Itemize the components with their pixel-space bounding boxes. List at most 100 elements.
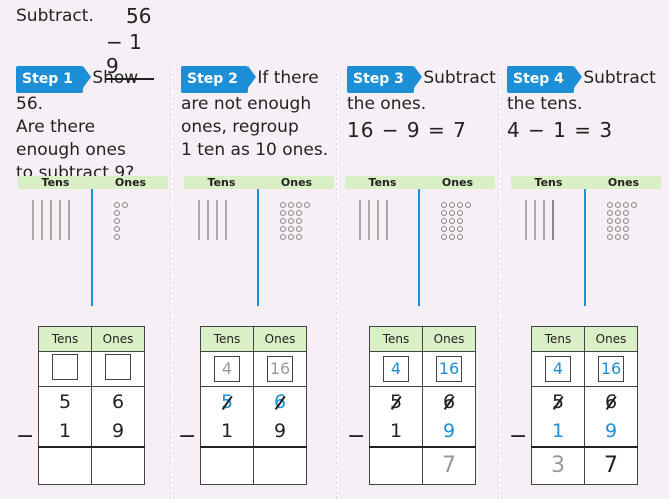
ones-unit: [615, 202, 621, 208]
ones-unit: [465, 202, 471, 208]
step-2-line-3: ones, regroup: [181, 117, 299, 137]
ones-unit: [449, 226, 455, 232]
step-1-line-2: Are there: [16, 117, 96, 137]
step-2-line-4: 1 ten as 10 ones.: [181, 140, 329, 160]
tens-rod: [525, 200, 527, 240]
answer-tens[interactable]: 3: [531, 445, 585, 485]
ones-unit: [457, 234, 463, 240]
step-3: Step 3 Subtract the ones. 16 − 9 = 7: [347, 66, 497, 142]
minuend-ones: 6: [584, 386, 638, 417]
tens-rod: [386, 200, 388, 240]
subtrahend-tens: 1: [200, 416, 254, 447]
step-1: Step 1 Show 56. Are there enough ones to…: [16, 66, 168, 185]
ones-unit: [623, 234, 629, 240]
ones-unit: [607, 218, 613, 224]
mat-ones-header: Ones: [586, 176, 661, 189]
ones-unit: [288, 234, 294, 240]
mat-ones-header: Ones: [93, 176, 168, 189]
table-tens-header: Tens: [531, 326, 585, 352]
step-4-badge: Step 4: [507, 66, 582, 93]
regroup-ones-cell[interactable]: [91, 351, 145, 387]
mat-ones-header: Ones: [259, 176, 334, 189]
answer-ones[interactable]: [253, 445, 307, 485]
mat-tens-header: Tens: [18, 176, 93, 189]
ones-unit: [615, 226, 621, 232]
minus-sign: −: [16, 424, 35, 449]
regroup-ones-cell[interactable]: 16: [253, 351, 307, 387]
tens-rod: [32, 200, 34, 240]
tens-rod: [534, 200, 536, 240]
mat-tens-header: Tens: [184, 176, 259, 189]
ones-unit: [449, 202, 455, 208]
step-3-equation: 16 − 9 = 7: [347, 118, 467, 142]
ones-unit: [607, 202, 613, 208]
answer-tens[interactable]: [369, 445, 423, 485]
tens-rod: [225, 200, 227, 240]
regroup-ones-cell[interactable]: 16: [422, 351, 476, 387]
ones-unit: [288, 202, 294, 208]
answer-ones[interactable]: [91, 445, 145, 485]
tens-rod: [59, 200, 61, 240]
ones-unit: [615, 218, 621, 224]
answer-ones[interactable]: 7: [584, 445, 638, 485]
answer-ones[interactable]: 7: [422, 445, 476, 485]
step-4-line-1: Subtract: [583, 68, 656, 88]
ones-unit: [457, 210, 463, 216]
regroup-tens-cell[interactable]: 4: [369, 351, 423, 387]
ones-unit: [615, 234, 621, 240]
minus-sign: −: [347, 424, 366, 449]
step-1-badge: Step 1: [16, 66, 91, 93]
ones-unit: [288, 218, 294, 224]
ones-unit: [114, 210, 120, 216]
step-4-equation: 4 − 1 = 3: [507, 118, 614, 142]
answer-tens[interactable]: [200, 445, 254, 485]
minus-sign: −: [178, 424, 197, 449]
step-3-line-1: Subtract: [423, 68, 496, 88]
subtrahend-tens: 1: [38, 416, 92, 447]
subtrahend-ones: 9: [584, 416, 638, 447]
ones-unit: [607, 226, 613, 232]
step-1-line-3: enough ones: [16, 140, 126, 160]
minus-sign: −: [509, 424, 528, 449]
ones-unit: [288, 210, 294, 216]
ones-unit: [296, 226, 302, 232]
tens-rod: [50, 200, 52, 240]
table-ones-header: Ones: [253, 326, 307, 352]
minuend-tens: 5: [38, 386, 92, 417]
tens-rod: [377, 200, 379, 240]
ones-unit: [114, 234, 120, 240]
table-tens-header: Tens: [38, 326, 92, 352]
regroup-tens-cell[interactable]: 4: [200, 351, 254, 387]
ones-unit: [607, 210, 613, 216]
tens-rod: [359, 200, 361, 240]
tens-rod: [68, 200, 70, 240]
ones-unit: [449, 234, 455, 240]
tens-rod: [41, 200, 43, 240]
answer-tens[interactable]: [38, 445, 92, 485]
mat-tens-header: Tens: [345, 176, 420, 189]
regroup-tens-cell[interactable]: [38, 351, 92, 387]
minuend-tens: 5: [369, 386, 423, 417]
ones-unit: [296, 234, 302, 240]
table-tens-header: Tens: [369, 326, 423, 352]
table-tens-header: Tens: [200, 326, 254, 352]
regroup-tens-cell[interactable]: 4: [531, 351, 585, 387]
ones-unit: [607, 234, 613, 240]
subtrahend-ones: 9: [422, 416, 476, 447]
regroup-ones-cell[interactable]: 16: [584, 351, 638, 387]
minuend-tens: 5: [531, 386, 585, 417]
tens-rod: [543, 200, 545, 240]
problem-bottom-number: − 1 9: [106, 30, 154, 80]
subtrahend-tens: 1: [369, 416, 423, 447]
ones-unit: [457, 202, 463, 208]
step-4-line-2: the tens.: [507, 94, 583, 114]
ones-unit: [623, 226, 629, 232]
step-3-line-2: the ones.: [347, 94, 427, 114]
ones-unit: [449, 210, 455, 216]
tens-rod: [552, 200, 554, 240]
step-2: Step 2 If there are not enough ones, reg…: [181, 66, 333, 162]
